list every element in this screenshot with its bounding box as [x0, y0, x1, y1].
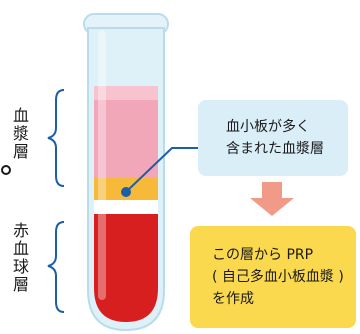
red-blood-cell-layer [94, 214, 158, 322]
plasma-top-highlight [94, 86, 158, 100]
red-blood-cell-layer-label: 赤血球層 [10, 222, 29, 294]
pointer-line [125, 147, 200, 193]
plasma-layer [94, 86, 158, 178]
separator-band [94, 200, 158, 214]
down-arrow-icon [250, 182, 294, 216]
rbc-bracket [47, 221, 65, 313]
callout-line-2: 含まれた血漿層 [226, 141, 324, 157]
callout-line-1: 血小板が多く [226, 119, 310, 135]
platelet-plasma-callout: 血小板が多く 含まれた血漿層 [198, 100, 348, 176]
prp-line-2: ( 自己多血小板血漿 ) [212, 269, 344, 285]
tube-shine [98, 30, 106, 300]
prp-line-3: を作成 [212, 291, 254, 307]
prp-line-1: この層から PRP [212, 247, 314, 263]
marker-dot [1, 165, 11, 175]
plasma-bracket [47, 89, 65, 187]
prp-callout: この層から PRP ( 自己多血小板血漿 ) を作成 [190, 226, 356, 328]
plasma-layer-label: 血漿層 [10, 107, 29, 161]
